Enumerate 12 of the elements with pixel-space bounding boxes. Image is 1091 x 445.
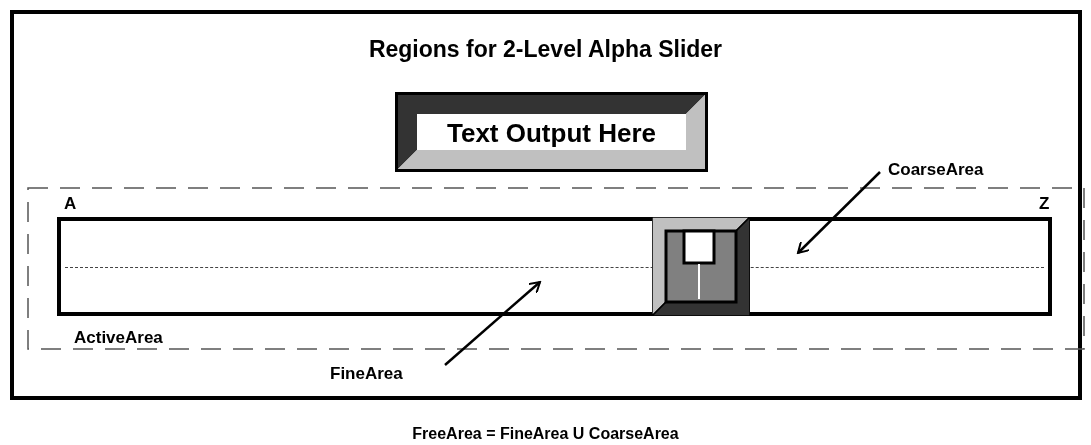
title: Regions for 2-Level Alpha Slider bbox=[367, 36, 724, 63]
display-text: Text Output Here bbox=[446, 118, 657, 149]
area-name: FineArea bbox=[330, 364, 403, 384]
end-letter: Z bbox=[1039, 194, 1050, 214]
leader-arrow bbox=[444, 281, 541, 366]
leader-arrow bbox=[797, 171, 881, 254]
region-label: ActiveArea bbox=[74, 328, 163, 348]
caption: FreeArea = FineArea U CoarseArea bbox=[411, 425, 680, 443]
end-letter: A bbox=[64, 194, 77, 214]
active-area-region bbox=[27, 187, 1085, 350]
output-display bbox=[395, 92, 708, 172]
area-name: CoarseArea bbox=[888, 160, 984, 180]
